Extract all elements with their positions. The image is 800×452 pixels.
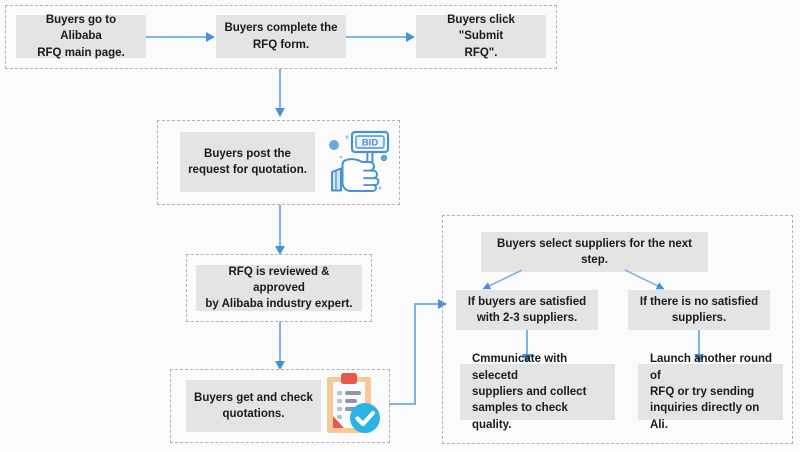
- connector-group2-group3: [279, 205, 281, 249]
- connector-quotations-branch-seg2: [414, 304, 416, 404]
- review-approve-group: [186, 254, 372, 322]
- connector-group1-group2: [279, 69, 281, 111]
- step-box-review-approved[interactable]: RFQ is reviewed & approved by Alibaba in…: [196, 265, 362, 311]
- arrowhead-step1-step2: [206, 32, 215, 42]
- branch-box-not-satisfied[interactable]: If there is no satisfied suppliers.: [628, 290, 770, 330]
- step-box-check-quotations[interactable]: Buyers get and check quotations.: [186, 380, 321, 432]
- decision-box-select-suppliers-label: Buyers select suppliers for the next ste…: [497, 237, 692, 266]
- outcome-box-communicate[interactable]: Cmmunicate with selecetd suppliers and c…: [460, 353, 615, 431]
- step-box-complete-form[interactable]: Buyers complete the RFQ form.: [216, 15, 346, 58]
- branch-arrows: [482, 269, 665, 290]
- supplier-selection-group: [442, 215, 793, 444]
- connector-quotations-branch-seg1: [389, 403, 416, 405]
- step-box-complete-form-label: Buyers complete the RFQ form.: [224, 22, 338, 51]
- step-box-post-request[interactable]: Buyers post the request for quotation.: [180, 132, 315, 192]
- branch-box-not-satisfied-label: If there is no satisfied suppliers.: [639, 295, 759, 324]
- post-request-group: [157, 120, 400, 205]
- branch-box-satisfied[interactable]: If buyers are satisfied with 2-3 supplie…: [456, 290, 598, 330]
- step-box-goto-rfq-page-label: Buyers go to Alibaba RFQ main page.: [37, 14, 125, 59]
- arrowhead-step2-step3: [406, 32, 415, 42]
- step-box-post-request-label: Buyers post the request for quotation.: [188, 147, 307, 176]
- arrowhead-not-satisfied-outcome: [694, 354, 704, 363]
- decision-box-select-suppliers[interactable]: Buyers select suppliers for the next ste…: [481, 232, 708, 272]
- submit-rfq-group: [5, 5, 557, 69]
- clipboard-check-icon: [322, 371, 386, 437]
- step-box-goto-rfq-page[interactable]: Buyers go to Alibaba RFQ main page.: [16, 14, 146, 59]
- connector-step2-step3: [346, 36, 408, 38]
- arrowhead-group1-group2: [275, 108, 285, 117]
- step-box-check-quotations-label: Buyers get and check quotations.: [194, 391, 313, 420]
- connector-step1-step2: [146, 36, 208, 38]
- get-quotations-group: [170, 369, 390, 443]
- step-box-submit-rfq[interactable]: Buyers click "Submit RFQ".: [416, 14, 546, 59]
- outcome-box-communicate-label: Cmmunicate with selecetd suppliers and c…: [472, 353, 587, 431]
- arrowhead-group2-group3: [275, 246, 285, 255]
- connector-quotations-branch-seg3: [414, 303, 442, 305]
- arrowhead-satisfied-outcome: [522, 354, 532, 363]
- connector-satisfied-outcome: [526, 330, 528, 358]
- branch-box-satisfied-label: If buyers are satisfied with 2-3 supplie…: [467, 295, 587, 324]
- svg-text:BID: BID: [362, 138, 379, 149]
- connector-group3-group4: [279, 322, 281, 364]
- step-box-review-approved-label: RFQ is reviewed & approved by Alibaba in…: [205, 265, 353, 311]
- outcome-box-relaunch-label: Launch another round of RFQ or try sendi…: [650, 353, 773, 431]
- outcome-box-relaunch[interactable]: Launch another round of RFQ or try sendi…: [638, 353, 783, 431]
- step-box-submit-rfq-label: Buyers click "Submit RFQ".: [447, 14, 515, 59]
- connector-not-satisfied-outcome: [698, 330, 700, 358]
- bid-paddle-icon: BID: [324, 128, 392, 194]
- arrowhead-group3-group4: [275, 361, 285, 370]
